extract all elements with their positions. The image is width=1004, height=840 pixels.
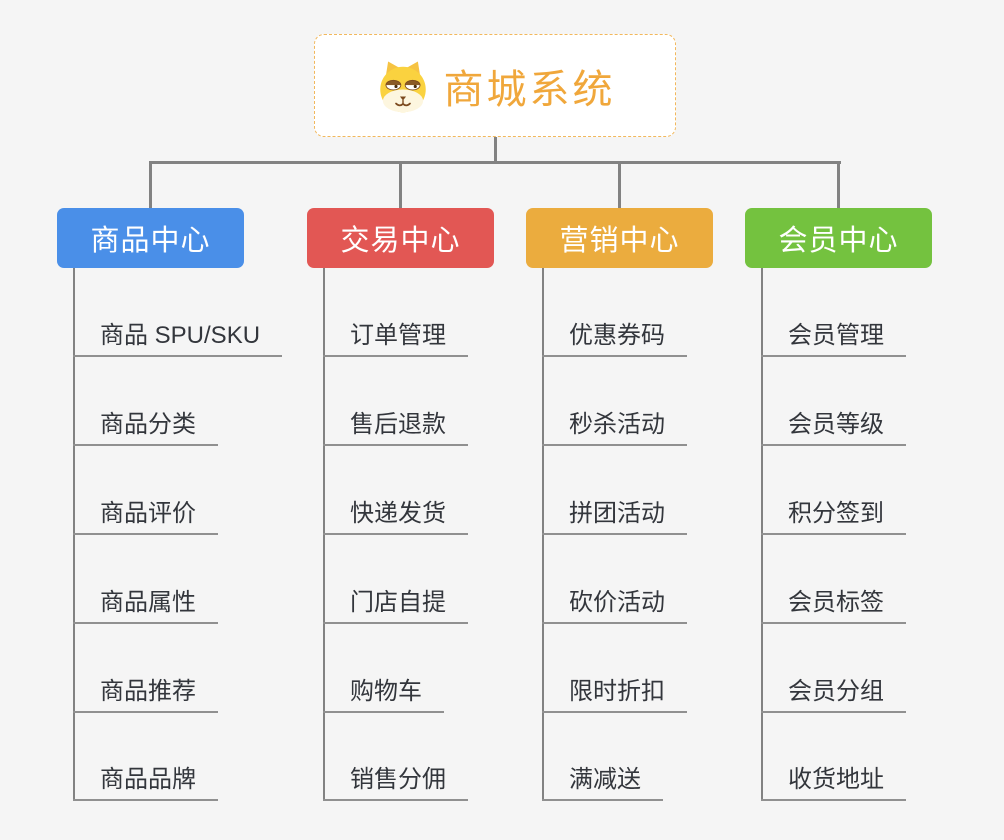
leaf-node[interactable]: 销售分佣	[323, 757, 468, 801]
leaf-node[interactable]: 秒杀活动	[542, 402, 687, 446]
leaf-node[interactable]: 会员等级	[761, 402, 906, 446]
leaf-node[interactable]: 商品推荐	[73, 669, 218, 713]
leaf-node[interactable]: 快递发货	[323, 491, 468, 535]
leaf-node[interactable]: 商品 SPU/SKU	[73, 313, 283, 357]
leaf-node[interactable]: 商品分类	[73, 402, 218, 446]
leaf-node[interactable]: 满减送	[542, 757, 663, 801]
leaf-node[interactable]: 商品属性	[73, 580, 218, 624]
leaf-node[interactable]: 购物车	[323, 669, 444, 713]
root-node[interactable]: 商城系统	[314, 34, 676, 137]
branch-node-1[interactable]: 交易中心	[307, 208, 494, 268]
branch-node-3[interactable]: 会员中心	[745, 208, 932, 268]
leaf-node[interactable]: 砍价活动	[542, 580, 687, 624]
branch-node-2[interactable]: 营销中心	[526, 208, 713, 268]
connector-horizontal-bar	[149, 161, 841, 164]
leaf-node[interactable]: 会员管理	[761, 313, 906, 357]
leaf-node[interactable]: 优惠券码	[542, 313, 687, 357]
root-title: 商城系统	[443, 67, 616, 112]
leaf-node[interactable]: 收货地址	[761, 757, 906, 801]
leaf-node[interactable]: 限时折扣	[542, 669, 687, 713]
leaf-node[interactable]: 会员分组	[761, 669, 906, 713]
leaf-node[interactable]: 会员标签	[761, 580, 906, 624]
leaf-node[interactable]: 门店自提	[323, 580, 468, 624]
connector-drop-2	[618, 161, 621, 208]
leaf-node[interactable]: 拼团活动	[542, 491, 687, 535]
leaf-node[interactable]: 订单管理	[323, 313, 468, 357]
leaf-node[interactable]: 商品品牌	[73, 757, 218, 801]
leaf-node[interactable]: 商品评价	[73, 491, 218, 535]
connector-root-stem	[494, 137, 497, 164]
branch-node-0[interactable]: 商品中心	[57, 208, 244, 268]
leaf-node[interactable]: 售后退款	[323, 402, 468, 446]
dog-face-icon	[379, 61, 426, 112]
leaf-node[interactable]: 积分签到	[761, 491, 906, 535]
connector-drop-0	[149, 161, 152, 208]
connector-drop-1	[399, 161, 402, 208]
connector-drop-3	[837, 161, 840, 208]
